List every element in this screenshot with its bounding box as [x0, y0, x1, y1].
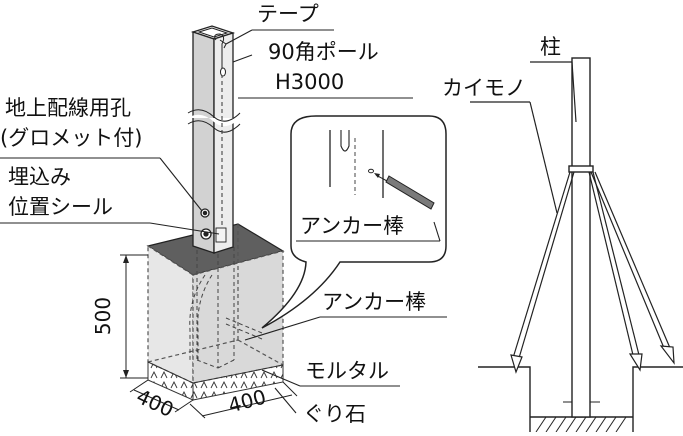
label-gravel: ぐり石	[303, 402, 366, 426]
label-pole-height: H3000	[275, 70, 345, 94]
embedded-pole-hidden	[189, 247, 263, 369]
label-pole-name: 90角ポール	[268, 40, 379, 64]
label-pillar: 柱	[540, 35, 561, 59]
dimension-lines	[120, 254, 298, 419]
label-anchor-main: アンカー棒	[322, 290, 427, 314]
leader-lines-left	[0, 29, 447, 414]
label-tape: テープ	[257, 2, 319, 26]
kaimono-supports	[470, 61, 675, 374]
label-anchor-inset: アンカー棒	[300, 214, 405, 238]
label-wire-hole-line2: (グロメット付)	[0, 126, 143, 150]
label-mortar: モルタル	[305, 359, 389, 383]
label-wire-hole-line1: 地上配線用孔	[5, 96, 131, 120]
label-kaimono: カイモノ	[442, 76, 526, 100]
label-marker-line1: 埋込み	[8, 165, 71, 189]
anchor-detail-callout	[261, 115, 447, 329]
pole-90-square	[187, 25, 241, 254]
dim-depth: 500	[91, 296, 116, 336]
label-marker-line2: 位置シール	[8, 195, 113, 219]
pillar-right	[568, 57, 594, 418]
foundation-block	[146, 223, 285, 384]
